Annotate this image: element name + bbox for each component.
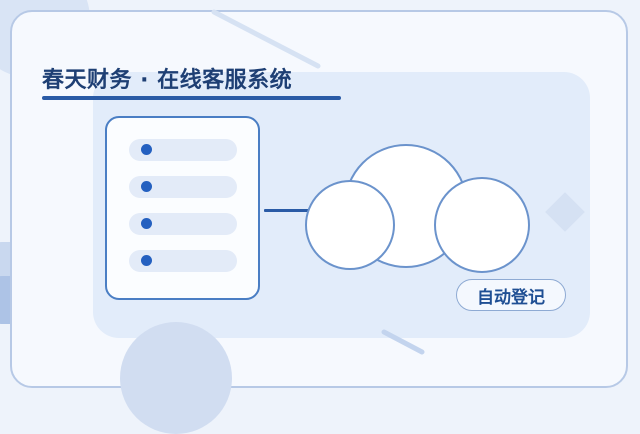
server-slot bbox=[129, 139, 237, 161]
connector-line bbox=[264, 209, 331, 212]
server-slot bbox=[129, 250, 237, 272]
title-underline bbox=[42, 96, 341, 100]
cloud-icon bbox=[305, 144, 530, 273]
status-dot bbox=[141, 144, 152, 155]
deco-circle-bottom bbox=[120, 322, 232, 434]
status-dot bbox=[141, 255, 152, 266]
server-slot bbox=[129, 176, 237, 198]
status-dot bbox=[141, 218, 152, 229]
server-slot bbox=[129, 213, 237, 235]
page-title: 春天财务 · 在线客服系统 bbox=[42, 68, 293, 93]
auto-register-tag: 自动登记 bbox=[456, 279, 566, 311]
status-dot bbox=[141, 181, 152, 192]
server-rack-icon bbox=[105, 116, 260, 300]
